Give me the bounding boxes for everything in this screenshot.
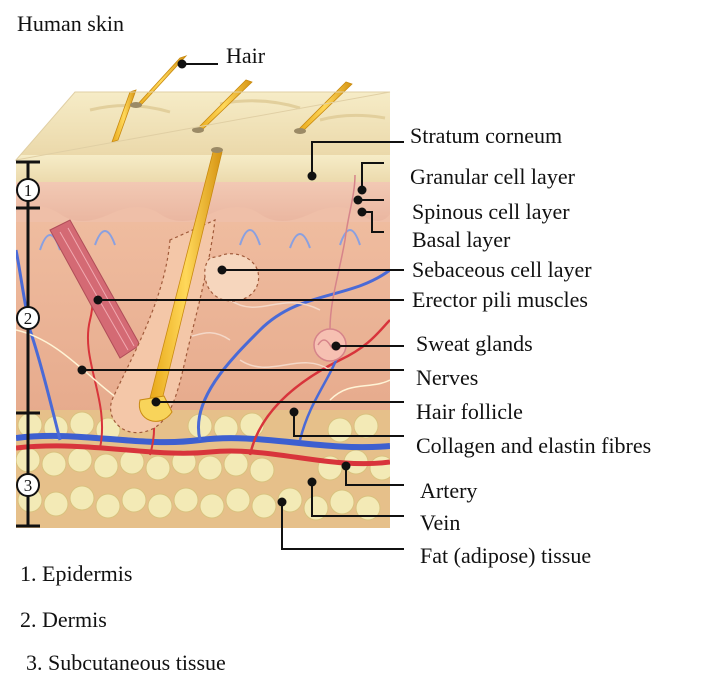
marker-3: 3 (22, 474, 34, 498)
label-artery: Artery (420, 479, 477, 503)
hair-label: Hair (226, 44, 265, 68)
diagram-title: Human skin (17, 12, 124, 36)
label-stratum-corneum: Stratum corneum (410, 124, 562, 148)
label-hair-follicle: Hair follicle (416, 400, 523, 424)
marker-1: 1 (22, 179, 34, 203)
legend-dermis: 2. Dermis (20, 608, 107, 632)
label-basal-layer: Basal layer (412, 228, 510, 252)
label-spinous-cell-layer: Spinous cell layer (412, 200, 570, 224)
legend-epidermis: 1. Epidermis (20, 562, 132, 586)
legend-subcutaneous: 3. Subcutaneous tissue (26, 651, 226, 675)
marker-2: 2 (22, 307, 34, 331)
fat-cells (16, 412, 394, 520)
label-granular-cell-layer: Granular cell layer (410, 165, 575, 189)
label-sebaceous-cell-layer: Sebaceous cell layer (412, 258, 592, 282)
label-nerves: Nerves (416, 366, 478, 390)
label-sweat-glands: Sweat glands (416, 332, 533, 356)
label-vein: Vein (420, 511, 460, 535)
label-collagen-elastin: Collagen and elastin fibres (416, 434, 651, 458)
label-fat-tissue: Fat (adipose) tissue (420, 544, 591, 568)
label-erector-pili-muscles: Erector pili muscles (412, 288, 588, 312)
